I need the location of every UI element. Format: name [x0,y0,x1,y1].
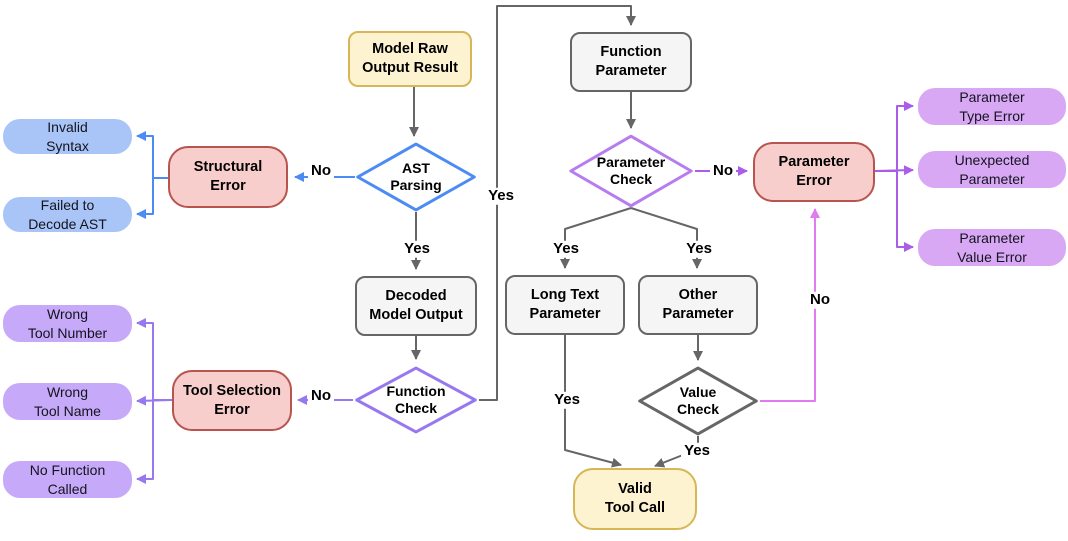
edge-label-parameter-check-no: No [710,162,736,180]
diamond-label: Function Check [386,382,446,417]
edge-label-ast-parsing-yes: Yes [401,240,433,258]
node-decoded-model-output: Decoded Model Output [355,276,477,336]
diamond-shape [353,366,479,434]
diamond-shape [636,366,760,436]
edge-label-function-check-no: No [308,387,334,405]
diamond-shape [567,134,695,208]
node-wrong-tool-name: Wrong Tool Name [3,383,132,420]
node-valid-tool-call: Valid Tool Call [573,468,697,530]
edge-label-function-check-yes: Yes [485,187,517,205]
node-wrong-tool-number: Wrong Tool Number [3,305,132,342]
node-value-check-decision: Value Check [636,366,760,436]
diamond-label: Value Check [676,383,720,418]
node-unexpected-parameter: Unexpected Parameter [918,151,1066,188]
node-function-parameter: Function Parameter [570,32,692,92]
node-function-check-decision: Function Check [353,366,479,434]
edge-label-parameter-check-yes-left: Yes [550,240,582,258]
node-other-parameter: Other Parameter [638,275,758,335]
node-failed-to-decode-ast: Failed to Decode AST [3,197,132,232]
node-tool-selection-error: Tool Selection Error [172,370,292,431]
diamond-shape [354,142,478,212]
node-invalid-syntax: Invalid Syntax [3,119,132,154]
node-parameter-value-error: Parameter Value Error [918,229,1066,266]
node-long-text-parameter: Long Text Parameter [505,275,625,335]
node-structural-error: Structural Error [168,146,288,208]
node-parameter-type-error: Parameter Type Error [918,88,1066,125]
node-model-raw-output: Model Raw Output Result [348,31,472,87]
node-parameter-check-decision: Parameter Check [567,134,695,208]
edge-label-long-text-yes: Yes [551,391,583,409]
edge-label-value-check-no: No [807,291,833,309]
diamond-label: Parameter Check [596,153,666,188]
node-no-function-called: No Function Called [3,461,132,498]
node-ast-parsing-decision: AST Parsing [354,142,478,212]
diamond-label: AST Parsing [390,159,442,194]
edge-label-ast-parsing-no: No [308,162,334,180]
edge-label-parameter-check-yes-right: Yes [683,240,715,258]
node-parameter-error: Parameter Error [753,142,875,202]
edge-label-value-check-yes: Yes [681,442,713,460]
